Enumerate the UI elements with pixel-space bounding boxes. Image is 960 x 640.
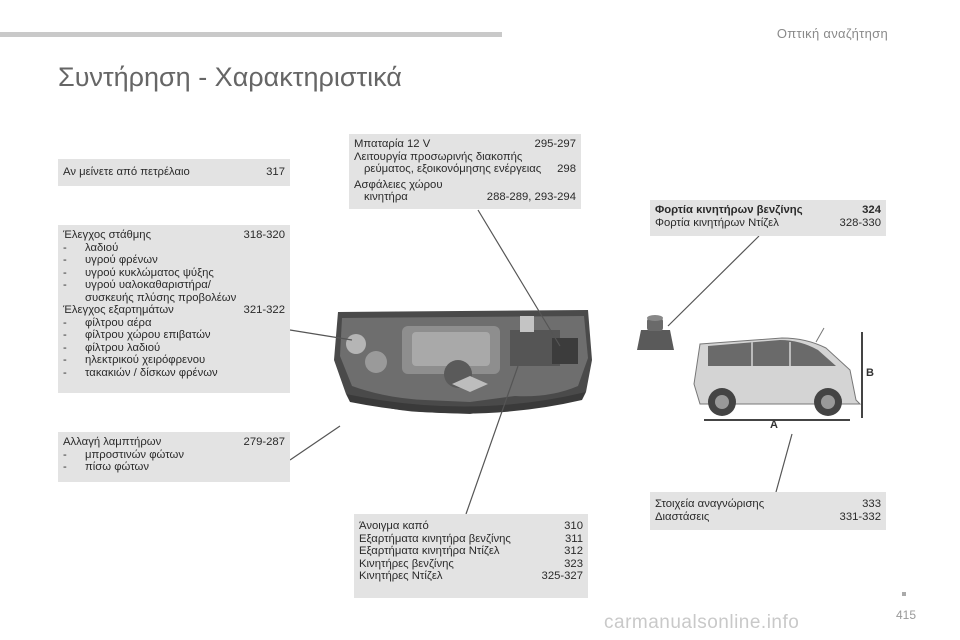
diesel-loads-page: 328-330 — [839, 216, 881, 229]
watermark: carmanualsonline.info — [604, 612, 800, 633]
leader-ident — [775, 433, 793, 493]
list-item-continuation: συσκευής πλύσης προβολέων — [85, 291, 237, 304]
diesel-loads-label: Φορτία κινητήρων Ντίζελ — [655, 216, 779, 229]
car-side-image — [693, 327, 863, 421]
leader-battery — [477, 209, 561, 347]
leader-loads — [667, 235, 760, 327]
list-item: -ηλεκτρικού χειρόφρενου — [63, 354, 206, 366]
power-cut-label: Λειτουργία προσωρινής διακοπής — [354, 150, 523, 163]
page-number: 415 — [895, 608, 916, 622]
level-check-page: 318-320 — [243, 229, 285, 241]
list-item: -φίλτρου λαδιού — [63, 341, 161, 354]
page-title: Συντήρηση - Χαρακτηριστικά — [58, 62, 402, 92]
footer-marker — [902, 592, 906, 596]
box-out-of-fuel: Αν μείνετε από πετρέλαιο 317 — [58, 159, 290, 186]
leader-lines — [289, 209, 793, 515]
list-item: -υγρού υαλοκαθαριστήρα/ — [63, 279, 211, 291]
list-item: -μπροστινών φώτων — [63, 448, 184, 461]
component-check-label: Έλεγχος εξαρτημάτων — [63, 304, 174, 316]
list-item: -υγρού φρένων — [63, 254, 158, 266]
fuses-engine-page: 288-289, 293-294 — [486, 191, 576, 203]
engine-bay-image — [334, 310, 592, 414]
list-item: -φίλτρου αέρα — [63, 316, 152, 329]
box-battery: Μπαταρία 12 V 295-297 Λειτουργία προσωρι… — [349, 134, 581, 209]
fuses-engine-label: κινητήρα — [364, 191, 408, 203]
energy-economy-label: ρεύματος, εξοικονόμησης ενέργειας — [364, 163, 542, 175]
box-lamps: Αλλαγή λαμπτήρων 279-287 -μπροστινών φώτ… — [58, 432, 290, 482]
component-check-page: 321-322 — [243, 304, 285, 316]
battery-page: 295-297 — [534, 138, 576, 150]
petrol-loads-label: Φορτία κινητήρων βενζίνης — [655, 204, 803, 216]
list-item: -λαδιού — [63, 241, 119, 254]
lamps-page: 279-287 — [243, 436, 285, 448]
level-check-label: Έλεγχος στάθμης — [63, 229, 152, 241]
header-rule — [0, 32, 502, 37]
leader-levels — [289, 329, 353, 341]
dimension-b-label: B — [866, 367, 874, 379]
leader-bonnet — [465, 365, 519, 515]
energy-economy-page: 298 — [557, 163, 576, 175]
fuel-can-image — [637, 315, 674, 350]
petrol-loads-page: 324 — [862, 204, 881, 216]
list-item: -τακακιών / δίσκων φρένων — [63, 366, 218, 379]
box-level-checks: Έλεγχος στάθμης 318-320 -λαδιού -υγρού φ… — [58, 225, 290, 393]
out-of-fuel-label: Αν μείνετε από πετρέλαιο — [63, 166, 190, 178]
list-item: -υγρού κυκλώματος ψύξης — [63, 266, 214, 279]
section-title: Οπτική αναζήτηση — [776, 26, 888, 41]
out-of-fuel-page: 317 — [266, 166, 285, 178]
list-item: -πίσω φώτων — [63, 461, 149, 473]
battery-label: Μπαταρία 12 V — [354, 138, 431, 150]
list-item: -φίλτρου χώρου επιβατών — [63, 329, 211, 341]
dimension-a-label: A — [770, 419, 778, 431]
box-loads: Φορτία κινητήρων βενζίνης 324 Φορτία κιν… — [650, 200, 886, 236]
leader-lamps — [289, 425, 341, 461]
fuses-label: Ασφάλειες χώρου — [354, 178, 443, 191]
lamps-label: Αλλαγή λαμπτήρων — [63, 436, 162, 448]
